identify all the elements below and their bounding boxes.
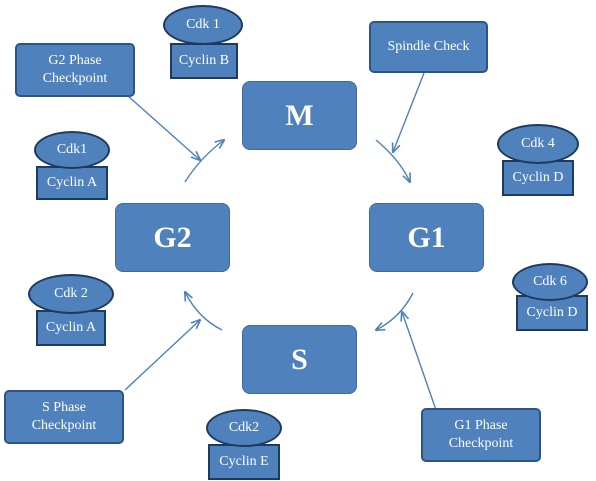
cyclin-box: Cyclin E: [208, 444, 280, 480]
cdk-label: Cdk 4: [521, 136, 555, 151]
cyclin-label: Cyclin E: [219, 454, 269, 469]
cyclin-label: Cyclin A: [46, 175, 98, 190]
cdk-label: Cdk2: [228, 420, 260, 435]
cdk-oval: Cdk 4: [497, 124, 579, 164]
cdk-label: Cdk 6: [533, 274, 567, 289]
cyclin-box: Cyclin B: [170, 43, 238, 79]
cdk-label: Cdk 2: [54, 286, 88, 301]
cyclin-box: Cyclin A: [36, 310, 106, 346]
cdk-oval: Cdk2: [206, 409, 282, 447]
cdk-oval: Cdk 6: [512, 263, 588, 301]
cyclin-label: Cyclin D: [526, 305, 578, 320]
spindle-check-label: Spindle Check: [387, 39, 470, 54]
phase-g2-label: G2: [153, 220, 192, 254]
cdk-oval: Cdk 1: [163, 5, 243, 45]
cyclin-box: Cyclin A: [36, 166, 108, 200]
phase-m-box: M: [242, 81, 357, 150]
cdk-oval: Cdk 2: [28, 274, 114, 314]
cycle-arrow-s-to-g2: [185, 292, 223, 331]
phase-m-label: M: [285, 98, 314, 132]
phase-g1-box: G1: [369, 203, 484, 272]
spindle-check-pointer: [393, 72, 425, 152]
cyclin-label: Cyclin A: [45, 320, 97, 335]
cyclin-label: Cyclin D: [512, 170, 564, 185]
cdk-oval: Cdk1: [34, 131, 110, 169]
phase-g1-label: G1: [407, 220, 446, 254]
cycle-arrow-m-to-g1: [375, 139, 410, 182]
g2-checkpoint-line1: G2 Phase: [48, 53, 102, 68]
cdk-label: Cdk 1: [186, 17, 220, 32]
phase-s-label: S: [291, 342, 308, 376]
g1-checkpoint-line2: Checkpoint: [448, 436, 514, 451]
g2-checkpoint-line2: Checkpoint: [42, 71, 108, 86]
cycle-arrow-g2-to-m: [184, 140, 224, 183]
cyclin-label: Cyclin B: [178, 53, 230, 68]
phase-s-box: S: [242, 325, 357, 394]
phase-g2-box: G2: [115, 203, 230, 272]
g2-checkpoint-pointer: [127, 95, 200, 160]
g1-checkpoint-line1: G1 Phase: [454, 418, 508, 433]
cycle-arrow-g1-to-s: [376, 292, 414, 330]
g1-checkpoint-pointer: [402, 312, 437, 411]
cdk-label: Cdk1: [56, 142, 88, 157]
s-checkpoint-pointer: [124, 320, 200, 391]
cyclin-box: Cyclin D: [502, 160, 574, 196]
spindle-check-box: Spindle Check: [369, 21, 488, 73]
s-checkpoint-line2: Checkpoint: [31, 418, 97, 433]
s-checkpoint-line1: S Phase: [42, 400, 86, 415]
